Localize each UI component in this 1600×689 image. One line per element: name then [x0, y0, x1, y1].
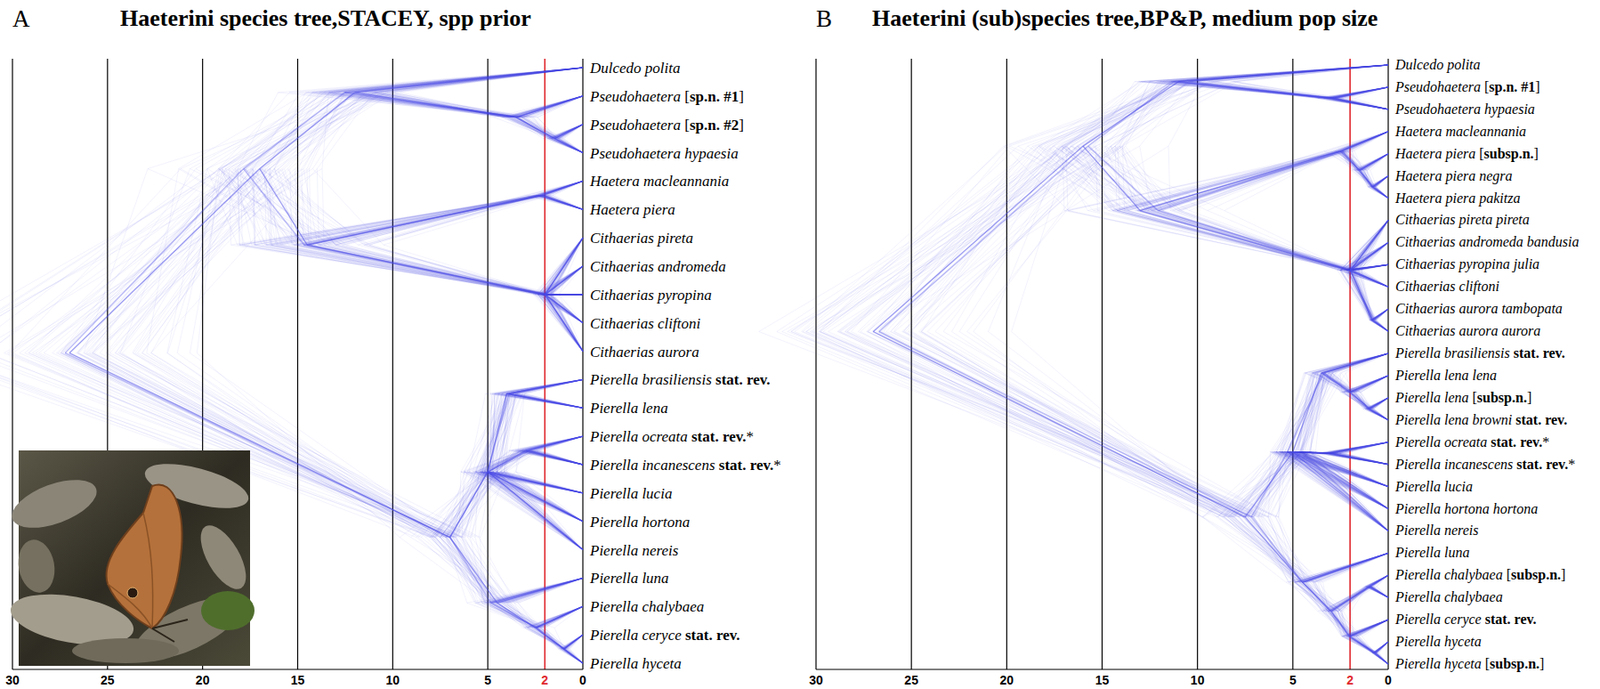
- figure: AHaeterini species tree,STACEY, spp prio…: [0, 0, 1600, 689]
